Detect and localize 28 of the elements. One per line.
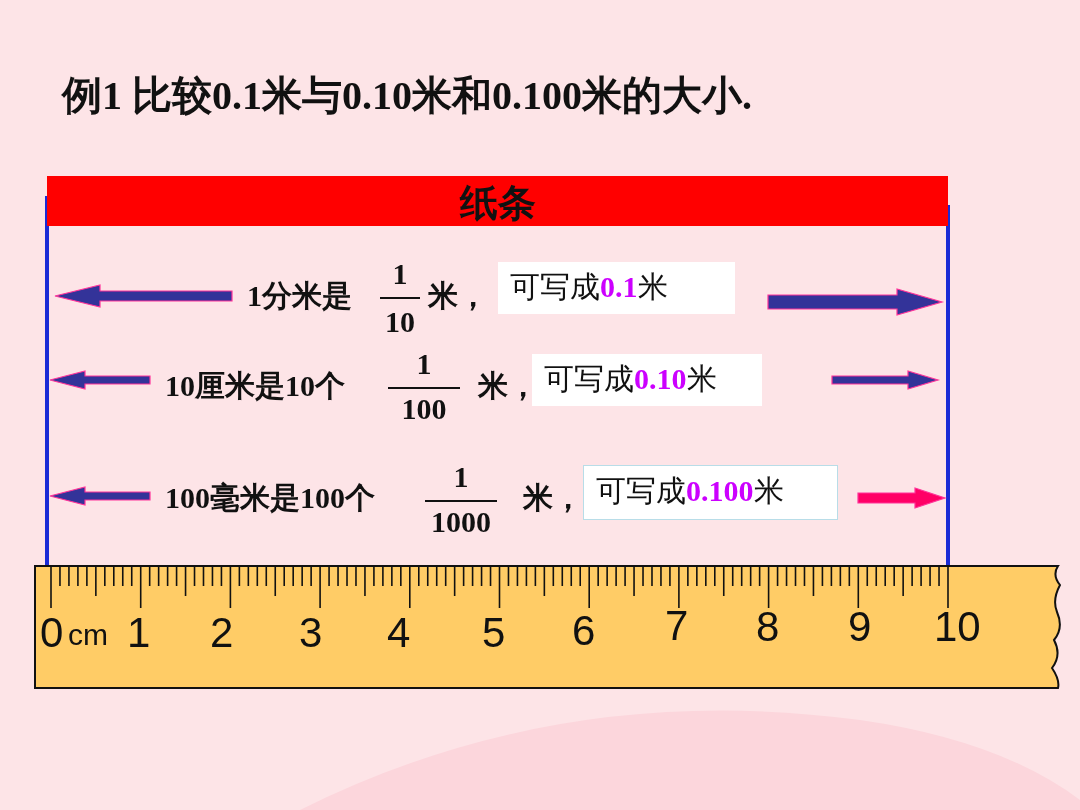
statement-text: 米， bbox=[428, 278, 488, 314]
ruler-number: 3 bbox=[299, 612, 323, 654]
ruler-number: 0 bbox=[40, 612, 64, 654]
statement-text: 100毫米是100个 bbox=[165, 480, 375, 516]
ruler-number: 4 bbox=[387, 612, 411, 654]
title: 例1 比较0.1米与0.10米和0.100米的大小. bbox=[62, 72, 752, 120]
answer-box: 可写成0.10米 bbox=[532, 354, 762, 406]
fraction-denominator: 100 bbox=[400, 392, 448, 426]
ruler-number: 8 bbox=[756, 606, 780, 648]
ruler-number: 1 bbox=[127, 612, 151, 654]
ruler-number: 9 bbox=[848, 606, 872, 648]
fraction-denominator: 1000 bbox=[430, 505, 492, 539]
fraction-numerator: 1 bbox=[415, 347, 433, 381]
ruler-number: 6 bbox=[572, 610, 596, 652]
answer-box: 可写成0.100米 bbox=[583, 465, 838, 520]
fraction-numerator: 1 bbox=[452, 460, 470, 494]
statement-text: 米， bbox=[523, 480, 583, 516]
answer-box: 可写成0.1米 bbox=[498, 262, 735, 314]
ruler-number: 10 bbox=[934, 606, 981, 648]
unit-label: cm bbox=[68, 620, 108, 650]
paper-strip-band: 纸条 bbox=[47, 176, 948, 226]
ruler-number: 7 bbox=[665, 605, 689, 647]
statement-text: 10厘米是10个 bbox=[165, 368, 345, 404]
fraction-numerator: 1 bbox=[391, 257, 409, 291]
fraction-denominator: 10 bbox=[384, 305, 416, 339]
statement-text: 1分米是 bbox=[247, 278, 352, 314]
ruler-number: 5 bbox=[482, 612, 506, 654]
ruler-number: 2 bbox=[210, 612, 234, 654]
